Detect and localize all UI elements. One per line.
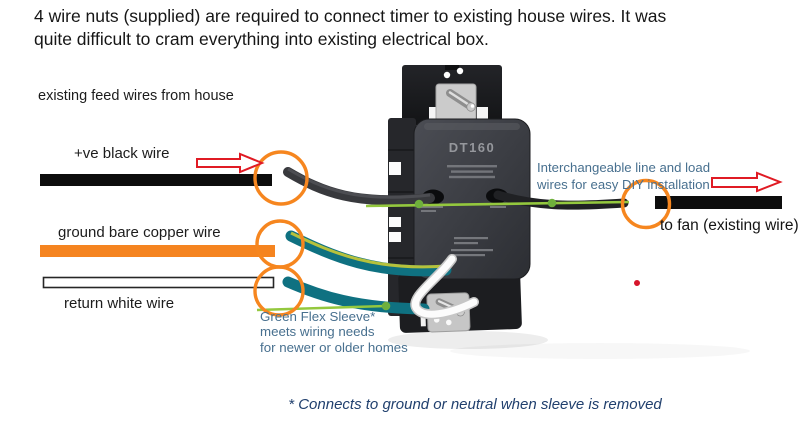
interchangeable-line-2: wires for easy DIY installation bbox=[537, 176, 710, 192]
timer-device: DT160 bbox=[388, 65, 531, 333]
bracket-notch bbox=[389, 162, 401, 175]
copper-ground-wire bbox=[40, 245, 275, 257]
to-fan-wire bbox=[655, 196, 782, 209]
white-loop-wire bbox=[410, 254, 479, 320]
highlight-circle-load bbox=[620, 178, 672, 230]
device-shadow bbox=[388, 331, 548, 349]
title-line-1: 4 wire nuts (supplied) are required to c… bbox=[34, 6, 667, 26]
mounting-hole bbox=[445, 319, 452, 326]
annotation-title: 4 wire nuts (supplied) are required to c… bbox=[34, 5, 666, 50]
bracket-notch bbox=[389, 217, 401, 227]
mounting-tab bbox=[445, 65, 459, 70]
flow-arrows bbox=[196, 152, 783, 193]
title-line-2: quite difficult to cram everything into … bbox=[34, 28, 489, 49]
device-model-label: DT160 bbox=[449, 140, 496, 155]
red-arrow-right-icon bbox=[711, 171, 783, 193]
sleeve-note-line-3: for newer or older homes bbox=[260, 339, 408, 355]
mounting-clip bbox=[477, 107, 488, 120]
device-fine-print bbox=[421, 206, 506, 257]
mounting-clip bbox=[429, 107, 440, 120]
label-interchangeable-note: Interchangeable line and load wires for … bbox=[537, 160, 710, 193]
wires bbox=[40, 167, 782, 320]
red-dot-mark bbox=[634, 280, 640, 286]
highlight-circle-neutral bbox=[253, 265, 305, 317]
black-hot-wire bbox=[40, 174, 272, 186]
teal-ground-lead-wire bbox=[285, 230, 452, 277]
device-line-wire bbox=[283, 167, 435, 206]
mounting-hole bbox=[443, 71, 451, 79]
highlight-circle-hot bbox=[253, 150, 309, 206]
red-arrow-right-icon bbox=[196, 152, 265, 174]
toggle-screw-icon bbox=[446, 89, 476, 112]
label-return-white-wire: return white wire bbox=[64, 295, 175, 312]
wire-nut-highlight-circles bbox=[253, 150, 672, 317]
sleeve-note-line-2: meets wiring needs bbox=[260, 324, 375, 340]
teal-neutral-lead-wire bbox=[282, 276, 430, 315]
sleeve-note-line-1: Green Flex Sleeve* bbox=[260, 309, 376, 324]
mounting-hole bbox=[456, 67, 464, 75]
interchangeable-line-1: Interchangeable line and load bbox=[537, 160, 711, 175]
label-green-flex-sleeve-note: Green Flex Sleeve* meets wiring needs fo… bbox=[260, 309, 408, 355]
mounting-plate-top bbox=[402, 65, 502, 125]
label-ground-copper-wire: ground bare copper wire bbox=[58, 224, 221, 241]
green-flex-sleeve-wire bbox=[365, 198, 630, 209]
bracket-notch bbox=[389, 232, 401, 242]
label-to-fan: to fan (existing wire) bbox=[660, 217, 799, 234]
label-existing-feed-wires: existing feed wires from house bbox=[38, 88, 234, 104]
label-hot-black-wire: +ve black wire bbox=[74, 145, 170, 162]
footnote: * Connects to ground or neutral when sle… bbox=[288, 396, 662, 413]
green-flex-sleeve-pointer bbox=[256, 301, 391, 312]
white-neutral-wire bbox=[42, 276, 275, 289]
device-fine-print bbox=[447, 165, 497, 179]
